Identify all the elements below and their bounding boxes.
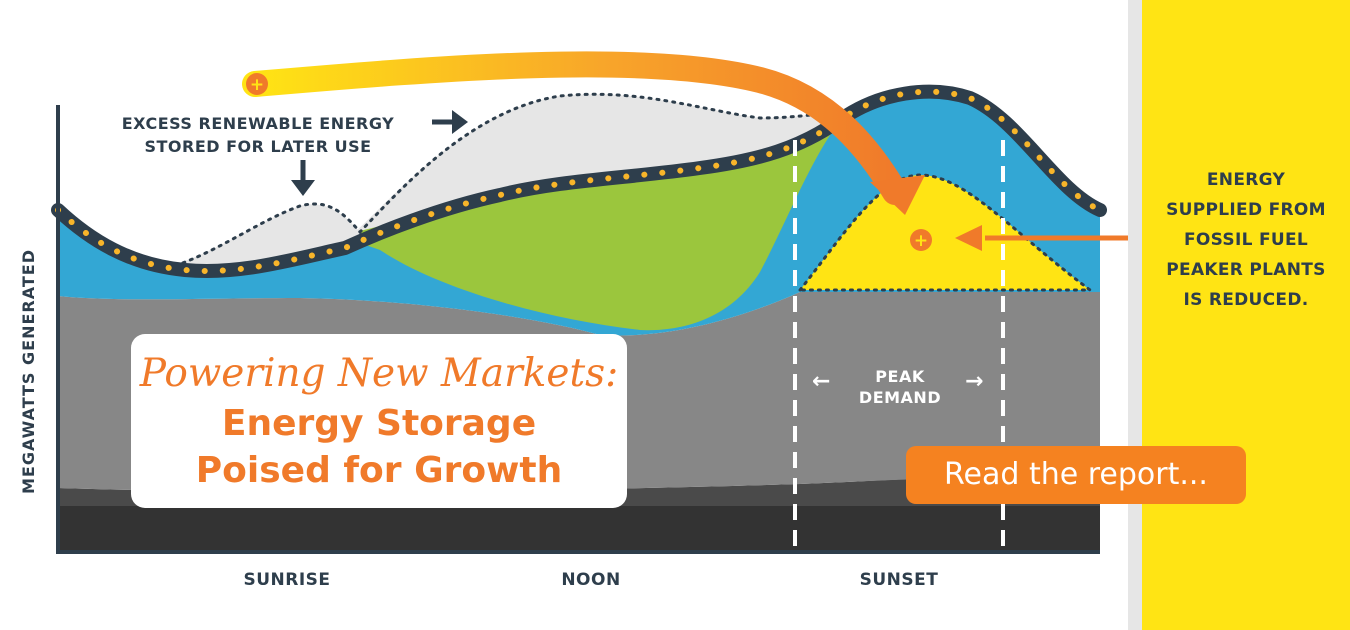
y-axis-label: MEGAWATTS GENERATED (19, 249, 38, 494)
title-line-2: Poised for Growth (195, 450, 563, 491)
peak-annotation-line: DEMAND (858, 388, 942, 407)
fossil-fuel-annotation: ENERGY SUPPLIED FROM FOSSIL FUEL PEAKER … (1148, 165, 1344, 315)
sidebar-divider (1128, 0, 1142, 630)
storage-transfer-arrow (242, 51, 908, 205)
fossil-annotation-line: PEAKER PLANTS (1166, 260, 1326, 280)
read-report-button[interactable]: Read the report... (906, 446, 1246, 504)
excess-renewable-outline (158, 92, 850, 272)
excess-annotation-line: STORED FOR LATER USE (144, 137, 372, 156)
excess-renewable-annotation: EXCESS RENEWABLE ENERGY STORED FOR LATER… (88, 112, 428, 158)
fossil-fuel-reduction-area (800, 175, 1090, 290)
fossil-fuel-reduction-outline (798, 173, 1095, 292)
base-load-layer (58, 505, 1100, 553)
storage-transfer-arrowhead (870, 175, 925, 215)
right-arrow-icon (452, 110, 468, 134)
right-arrow-icon: → (965, 369, 984, 394)
plus-icon (910, 229, 932, 251)
peak-demand-annotation: PEAK DEMAND (840, 366, 960, 408)
excess-renewable-area (160, 204, 365, 272)
fossil-annotation-line: IS REDUCED. (1183, 290, 1309, 310)
fossil-annotation-line: ENERGY (1206, 170, 1286, 190)
x-tick-label: SUNSET (859, 570, 939, 590)
down-arrow-icon (291, 180, 315, 196)
x-tick-label: SUNRISE (243, 570, 331, 590)
demand-curve (51, 84, 1107, 278)
fossil-annotation-line: FOSSIL FUEL (1183, 230, 1309, 250)
title-line-1: Energy Storage (221, 403, 537, 444)
fossil-annotation-line: SUPPLIED FROM (1166, 200, 1326, 220)
excess-annotation-line: EXCESS RENEWABLE ENERGY (121, 114, 395, 133)
plus-icon: + (914, 231, 928, 251)
title-script: Powering New Markets: (139, 351, 619, 396)
plus-icon (246, 73, 268, 95)
peak-annotation-line: PEAK (875, 367, 925, 386)
left-arrow-icon: ← (812, 369, 831, 394)
plus-icon: + (250, 75, 264, 95)
fossil-arrow-head (955, 225, 982, 251)
title-card: Powering New Markets: Energy Storage Poi… (131, 334, 627, 508)
sidebar-panel (1142, 0, 1350, 630)
x-tick-label: NOON (561, 570, 621, 590)
